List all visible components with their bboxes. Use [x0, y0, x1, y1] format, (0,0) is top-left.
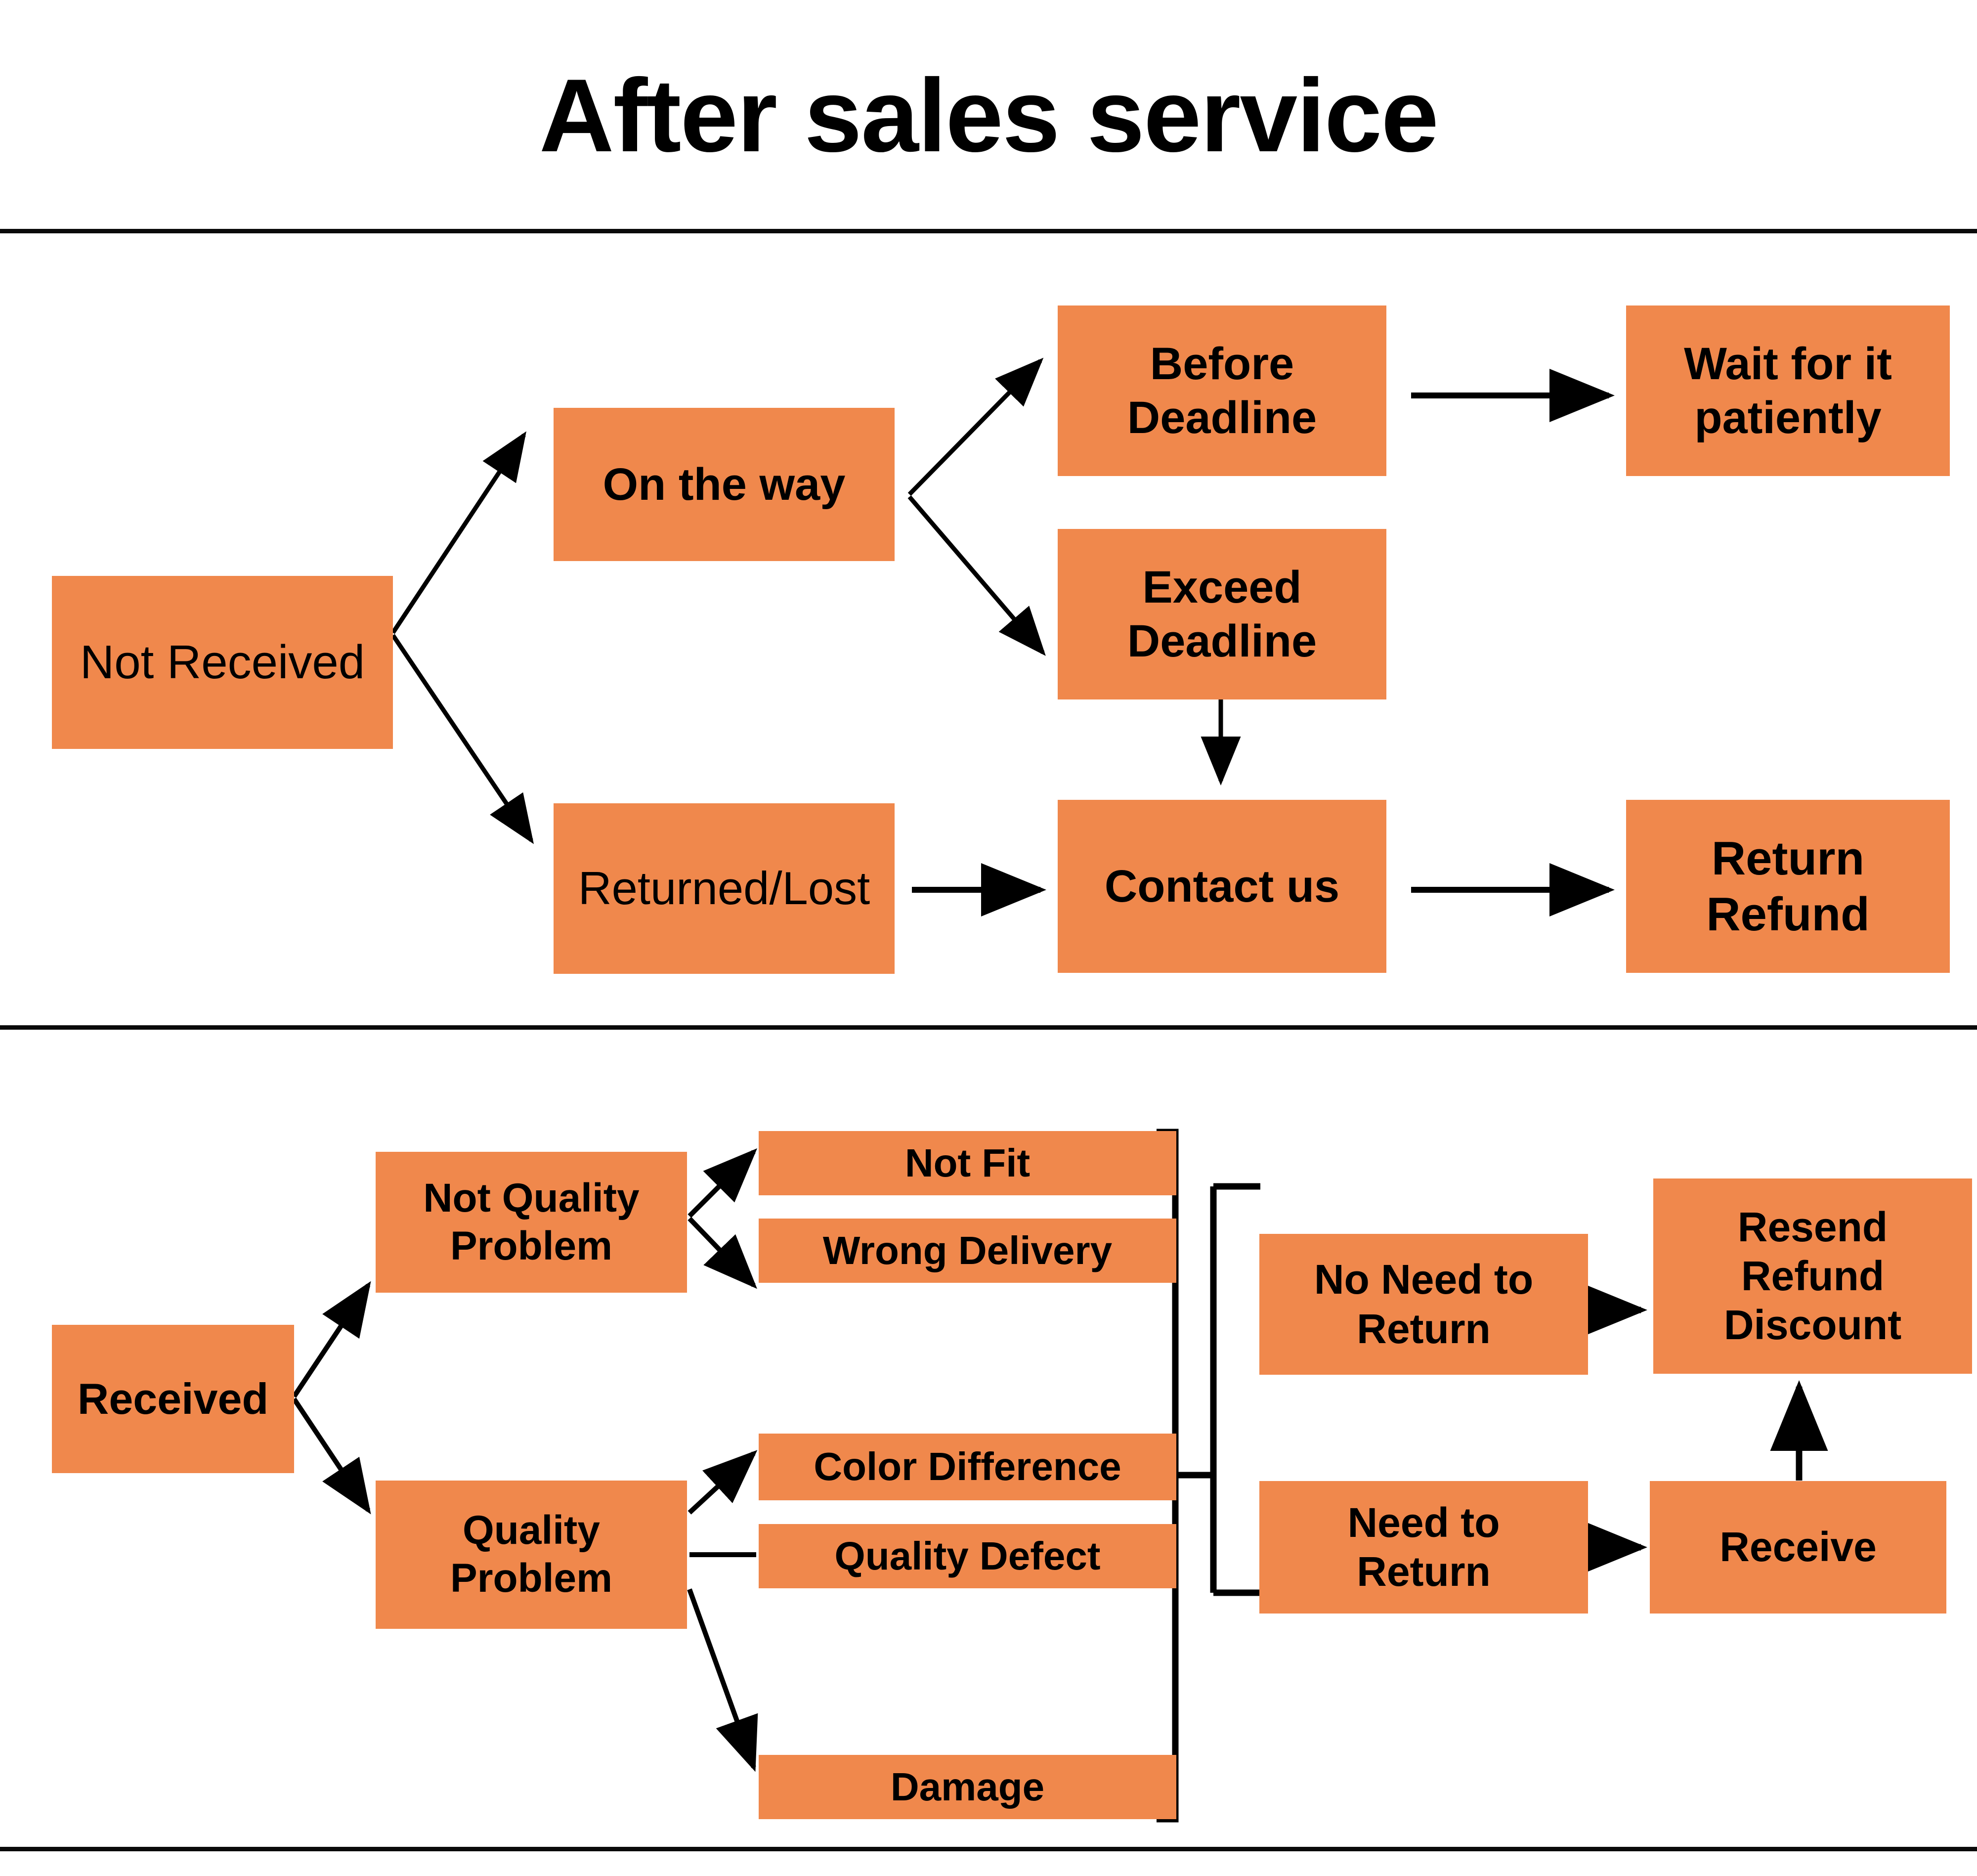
edge-not-received-to-on-the-way: [391, 431, 526, 634]
edge-not-received-to-returned-lost: [391, 634, 534, 844]
node-not-quality-problem[interactable]: Not Quality Problem: [376, 1152, 687, 1293]
edge-on-the-way-to-before-deadline: [907, 357, 1044, 496]
node-exceed-deadline[interactable]: Exceed Deadline: [1058, 529, 1386, 699]
node-resend-refund-discount[interactable]: Resend Refund Discount: [1653, 1178, 1972, 1374]
node-no-need-to-return[interactable]: No Need to Return: [1259, 1234, 1588, 1375]
edge-quality-problem-to-color-difference: [688, 1450, 758, 1515]
node-color-difference[interactable]: Color Difference: [759, 1434, 1176, 1500]
page-title: After sales service: [539, 57, 1439, 174]
node-contact-us[interactable]: Contact us: [1058, 800, 1386, 973]
node-receive[interactable]: Receive: [1650, 1481, 1946, 1614]
node-before-deadline[interactable]: Before Deadline: [1058, 305, 1386, 476]
node-not-received[interactable]: Not Received: [52, 576, 393, 749]
edge-received-to-not-quality-problem: [292, 1281, 371, 1398]
node-damage[interactable]: Damage: [759, 1755, 1176, 1819]
divider-middle: [0, 1025, 1977, 1030]
node-quality-defect[interactable]: Quality Defect: [759, 1524, 1176, 1588]
edge-quality-problem-to-damage: [687, 1588, 758, 1772]
node-on-the-way[interactable]: On the way: [554, 408, 895, 561]
divider-top: [0, 229, 1977, 233]
divider-bottom: [0, 1847, 1977, 1851]
node-wrong-delivery[interactable]: Wrong Delivery: [759, 1219, 1176, 1283]
edge-not-quality-problem-to-wrong-delivery: [688, 1217, 757, 1289]
node-not-fit[interactable]: Not Fit: [759, 1131, 1176, 1195]
edge-on-the-way-to-exceed-deadline: [907, 495, 1046, 656]
node-received[interactable]: Received: [52, 1325, 294, 1473]
node-wait-patiently[interactable]: Wait for it patiently: [1626, 305, 1950, 476]
edge-received-to-quality-problem: [292, 1397, 371, 1515]
node-returned-lost[interactable]: Returned/Lost: [554, 803, 895, 974]
node-quality-problem[interactable]: Quality Problem: [376, 1481, 687, 1629]
title-bar: After sales service: [0, 0, 1977, 231]
node-need-to-return[interactable]: Need to Return: [1259, 1481, 1588, 1614]
edge-not-quality-problem-to-not-fit: [688, 1148, 758, 1218]
node-return-refund[interactable]: Return Refund: [1626, 800, 1950, 973]
